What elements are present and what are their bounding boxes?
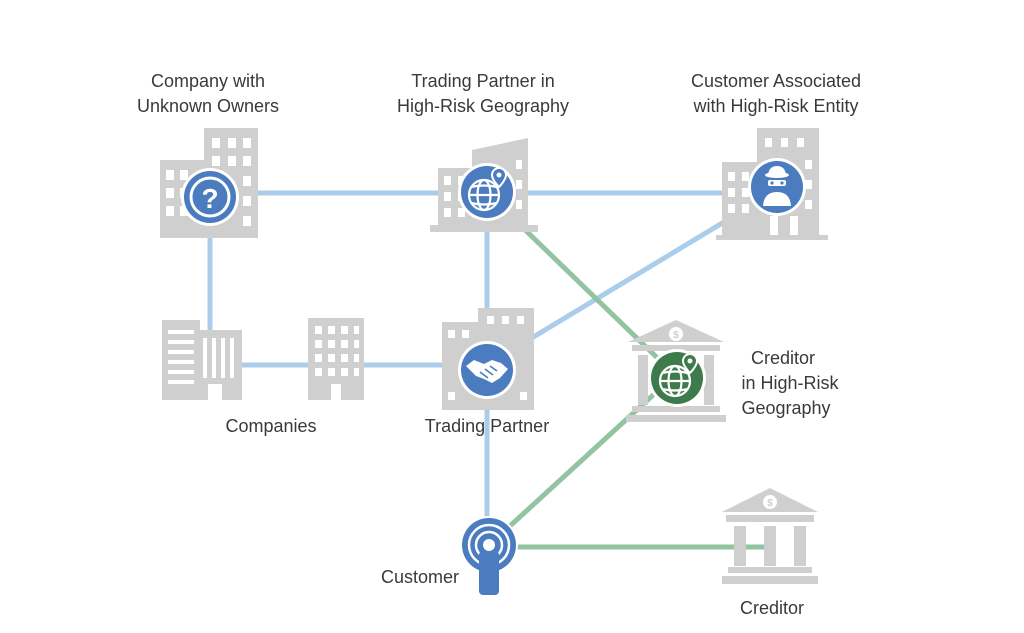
node-trading-partner: Trading Partner	[425, 308, 549, 436]
node-label-line: High-Risk Geography	[397, 96, 569, 116]
node-creditor: $ Creditor	[722, 488, 818, 618]
globe-pin-icon	[648, 349, 706, 407]
question-icon: ?	[181, 168, 239, 226]
node-label: Companies	[225, 416, 316, 436]
globe-pin-icon	[458, 163, 516, 221]
node-customer: Customer	[381, 516, 518, 595]
node-unknown-owners: ? Company with Unknown Owners	[137, 71, 279, 238]
node-tp-high-risk: Trading Partner in High-Risk Geography	[397, 71, 569, 232]
person-icon	[460, 516, 518, 595]
node-label-line: Creditor	[751, 348, 815, 368]
building-icon	[308, 318, 364, 400]
masked-person-icon	[748, 158, 806, 216]
node-label: Customer	[381, 567, 459, 587]
svg-text:?: ?	[201, 183, 218, 214]
node-label-line: Company with	[151, 71, 265, 91]
node-customer-high-risk: Customer Associated with High-Risk Entit…	[691, 71, 861, 240]
node-label-line: Geography	[741, 398, 830, 418]
node-label-line: Trading Partner in	[411, 71, 554, 91]
node-label-line: Unknown Owners	[137, 96, 279, 116]
node-label-line: Customer Associated	[691, 71, 861, 91]
node-label: Creditor	[740, 598, 804, 618]
bank-icon: $	[722, 488, 818, 584]
building-icon	[162, 320, 242, 400]
node-creditor-high-risk: $ Creditor in High-Risk Geography	[626, 320, 840, 422]
svg-text:$: $	[767, 498, 773, 509]
node-label: Trading Partner	[425, 416, 549, 436]
bank-icon: $	[626, 320, 726, 422]
node-label-line: with High-Risk Entity	[692, 96, 858, 116]
node-label-line: in High-Risk	[741, 373, 839, 393]
svg-text:$: $	[673, 330, 679, 341]
node-companies: Companies	[162, 318, 364, 436]
handshake-icon	[458, 341, 516, 399]
